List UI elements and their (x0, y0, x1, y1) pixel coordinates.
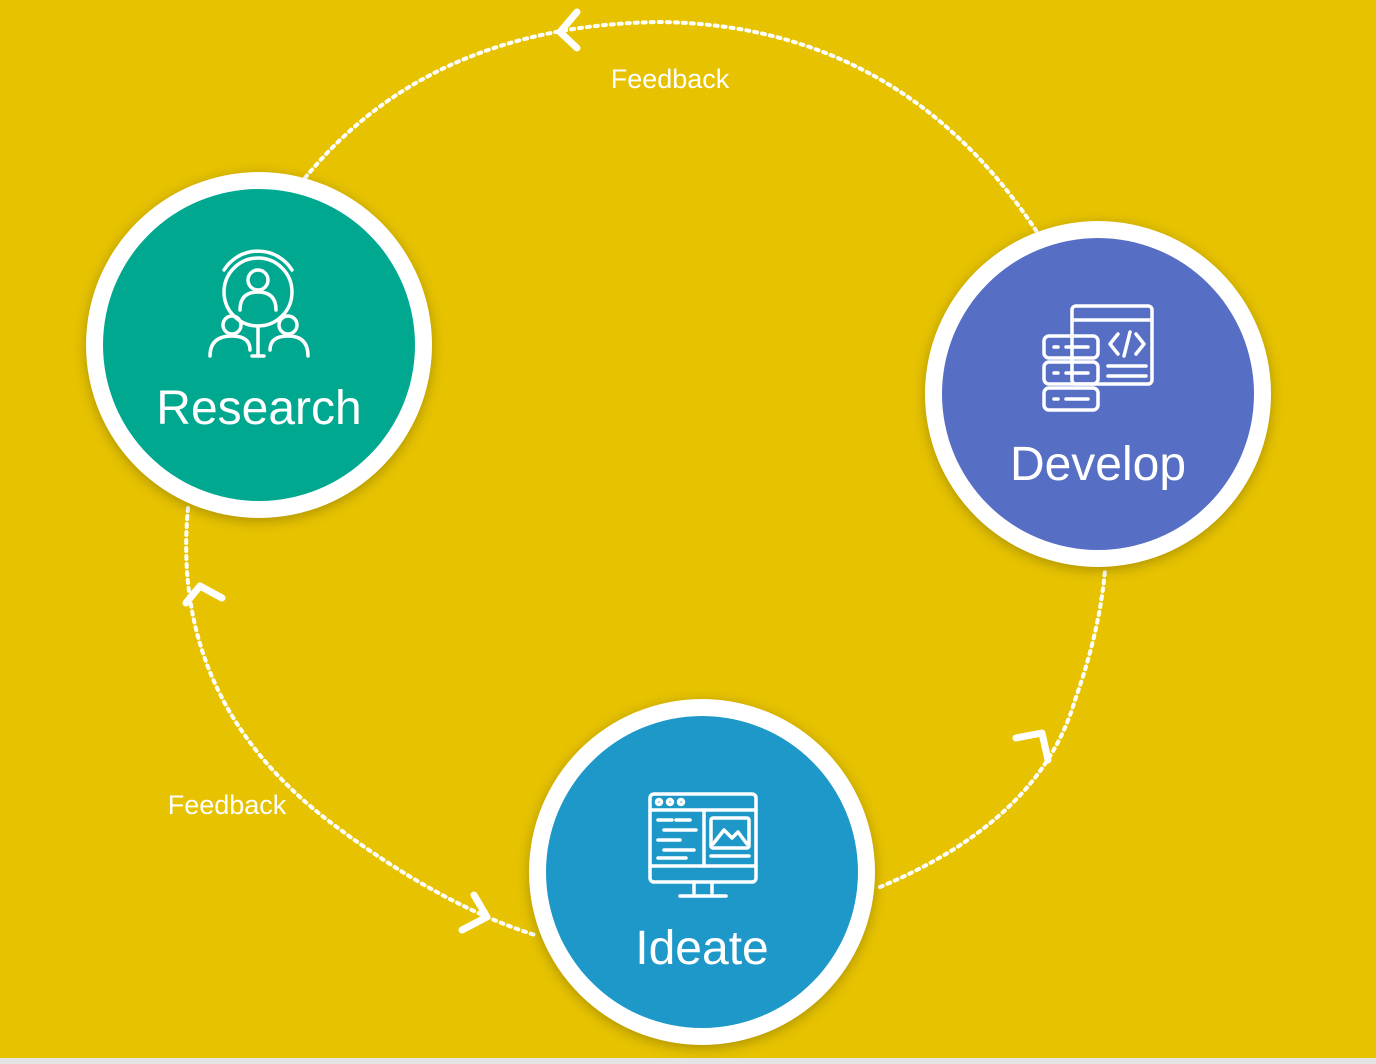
flow-ideate-to-develop (878, 568, 1107, 889)
develop-node: Develop (925, 221, 1271, 567)
user-research-icon (208, 249, 310, 358)
design-monitor-icon (648, 792, 758, 898)
ideate-circle (546, 716, 858, 1028)
research-node: Research (86, 172, 432, 518)
feedback-loop-left (184, 506, 537, 937)
arrow-right-bottom (458, 891, 491, 934)
ideate-node: Ideate (529, 699, 875, 1045)
feedback-label-left: Feedback (168, 790, 287, 820)
arrow-left-top (556, 8, 581, 52)
bottom-edge (0, 1058, 1376, 1064)
research-label: Research (156, 382, 361, 435)
arrow-up-right (1012, 729, 1052, 764)
ideate-label: Ideate (635, 922, 768, 975)
feedback-label-top: Feedback (611, 64, 730, 94)
develop-label: Develop (1010, 438, 1186, 491)
arrow-up-left (182, 582, 226, 607)
feedback-loop-top (303, 19, 1039, 234)
code-server-icon (1042, 304, 1154, 412)
